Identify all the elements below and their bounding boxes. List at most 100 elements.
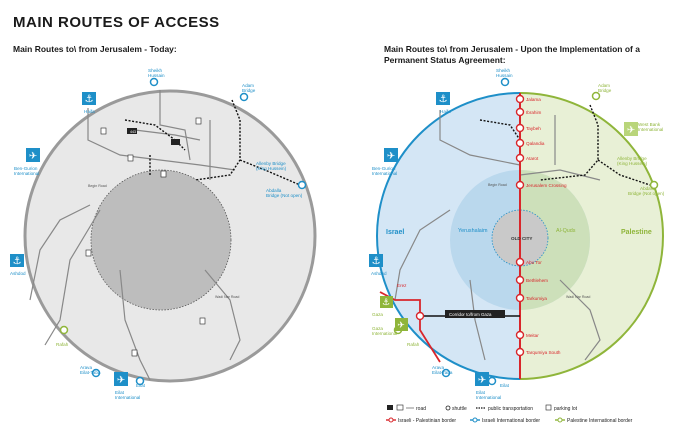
west-bank-airport-icon: [624, 122, 638, 136]
crossing-label: Tarkumiya: [526, 296, 547, 301]
left-roads: [29, 90, 241, 381]
right-transit: [479, 104, 651, 186]
legend-transit-label: public transportation: [488, 406, 533, 412]
eilat-airport-icon: [475, 372, 489, 386]
crossing-label: Tarqumiya South: [526, 350, 561, 355]
svg-text:⚓: ⚓: [372, 256, 381, 267]
crossing-label: Jerusalem Crossing: [526, 183, 567, 188]
eilat-label: Eilat: [136, 383, 146, 388]
eilat-airport-icon: [114, 372, 128, 386]
haifa-port-icon: [436, 92, 450, 105]
al-quds-halo: [520, 170, 590, 310]
left-road-shields: [85, 117, 206, 357]
subtitle-today: Main Routes to\ from Jerusalem - Today:: [13, 44, 177, 54]
crossing-label: Qalandia: [526, 141, 545, 146]
yerushalaim-label: Yerushalaim: [458, 228, 488, 234]
ashdod-port-icon: [369, 254, 383, 267]
haifa-label-right: Haifa: [440, 109, 451, 114]
legend-road-label: road: [416, 406, 426, 412]
ashdod-label: Ashdod: [10, 271, 26, 276]
left-icons: ⚓ ✈ ⚓ ✈: [10, 92, 128, 386]
legend-pal-intl-label: Palestine International border: [567, 418, 633, 424]
svg-text:⚓: ⚓: [439, 94, 448, 105]
ben-gurion-airport-icon: [26, 148, 40, 162]
wadi-nar-label-right: Wadi Nar Road: [566, 295, 590, 299]
crossing-label: Bethlehem: [526, 278, 548, 283]
subtitle-future: Main Routes to\ from Jerusalem - Upon th…: [384, 44, 640, 65]
right-map: Corridor to/from Gaza Jalama Ibrahim Tay…: [369, 68, 665, 400]
corridor-label: Corridor to/from Gaza: [449, 312, 492, 317]
legend-shuttle-label: shuttle: [452, 406, 467, 412]
page-title: MAIN ROUTES OF ACCESS: [13, 14, 220, 31]
erez-label: Erez: [397, 283, 407, 288]
israel-label: Israel: [386, 229, 404, 236]
israel-intl-border: [376, 92, 521, 380]
legend-road-icon: [387, 405, 393, 410]
begin-road-label-right: Begin Road: [488, 183, 507, 187]
right-icons: ⚓ ✈ ✈ ⚓ ⚓ ✈ ✈: [369, 92, 638, 386]
legend: road shuttle public transportation parki…: [386, 404, 633, 424]
legend-il-pal-label: Israeli - Palestinian border: [398, 418, 456, 424]
old-city-label: OLD CITY: [511, 236, 532, 241]
border-crossings: [415, 94, 525, 357]
crossing-label: Taybeh: [526, 126, 541, 131]
svg-text:⚓: ⚓: [85, 94, 94, 105]
ashdod-label-right: Ashdod: [371, 271, 387, 276]
crossing-label: Atarot: [526, 156, 539, 161]
eilat-label-right: Eilat: [500, 383, 510, 388]
right-roads: [394, 110, 601, 361]
rafah-label-right: Rafah: [407, 342, 420, 347]
svg-text:✈: ✈: [397, 321, 405, 331]
ben-gurion-airport-icon: [384, 148, 398, 162]
svg-text:✈: ✈: [627, 125, 635, 136]
allenby-label-right: Allenby Bridge(King Hussein): [617, 156, 648, 166]
svg-text:⚓: ⚓: [382, 298, 390, 308]
left-map: 443 Begin Road Wadi Nar Road ⚓ ✈ ⚓ ✈ Hai…: [10, 68, 317, 400]
al-quds-label: Al-Quds: [556, 228, 576, 234]
svg-text:✈: ✈: [478, 375, 486, 386]
legend-parking-icon: [545, 404, 552, 411]
crossing-labels: Jalama Ibrahim Taybeh Qalandia Atarot Je…: [526, 97, 567, 355]
svg-text:✈: ✈: [117, 375, 125, 386]
gaza-label: Gaza: [372, 312, 383, 317]
crossing-label: Jalama: [526, 97, 541, 102]
left-jerusalem-core: [90, 169, 232, 311]
palestine-intl-border: [519, 92, 664, 380]
haifa-port-icon: [82, 92, 96, 105]
ashdod-port-icon: [10, 254, 24, 267]
begin-road-label: Begin Road: [88, 184, 107, 188]
haifa-label: Haifa: [84, 109, 95, 114]
left-stations: [59, 77, 307, 386]
gaza-port-icon: [380, 296, 393, 308]
wadi-nar-label: Wadi Nar Road: [215, 295, 239, 299]
allenby-label: Allenby Bridge(King Hussein): [256, 161, 287, 171]
gaza-airport-icon: [395, 318, 408, 331]
svg-text:✈: ✈: [387, 151, 395, 162]
palestine-label: Palestine: [621, 229, 652, 236]
legend-il-intl-label: Israeli International border: [482, 418, 540, 424]
rafah-label: Rafah: [56, 342, 69, 347]
crossing-label: Abu Tor: [526, 260, 542, 265]
legend-parking-label: parking lot: [554, 406, 578, 412]
svg-text:⚓: ⚓: [13, 256, 22, 267]
svg-text:✈: ✈: [29, 151, 37, 162]
crossing-label: Ibrahim: [526, 110, 541, 115]
crossing-label: Meitar: [526, 333, 539, 338]
gaza-corridor-banner: [445, 310, 505, 318]
road-443-label: 443: [130, 130, 136, 134]
